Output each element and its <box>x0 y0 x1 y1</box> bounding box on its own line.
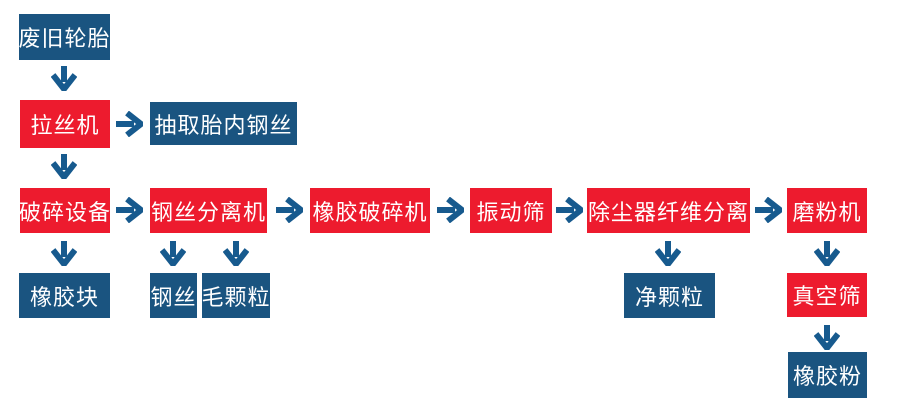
arrow-right-icon <box>556 197 583 223</box>
arrow-down-icon <box>51 154 77 179</box>
node-dust-collector-fiber-separation: 除尘器纤维分离 <box>587 188 750 233</box>
node-rubber-crusher: 橡胶破碎机 <box>310 188 430 233</box>
node-crushing-equipment: 破碎设备 <box>19 188 110 233</box>
node-grinding-machine: 磨粉机 <box>787 188 867 233</box>
node-steel-wire-separator: 钢丝分离机 <box>150 188 267 233</box>
arrow-down-icon <box>51 66 77 91</box>
arrow-down-icon <box>223 241 249 266</box>
node-clean-granules: 净颗粒 <box>624 273 715 318</box>
node-vibrating-screen: 振动筛 <box>470 188 552 233</box>
arrow-down-icon <box>655 241 681 266</box>
arrow-down-icon <box>160 241 186 266</box>
node-wire-drawing-machine: 拉丝机 <box>20 100 110 148</box>
node-steel-wire: 钢丝 <box>150 273 197 318</box>
arrow-down-icon <box>51 241 77 266</box>
arrow-right-icon <box>755 197 782 223</box>
arrow-right-icon <box>116 197 143 223</box>
node-rough-granules: 毛颗粒 <box>202 273 270 318</box>
node-waste-tire: 废旧轮胎 <box>19 14 110 60</box>
arrow-down-icon <box>814 241 840 266</box>
arrow-right-icon <box>437 197 464 223</box>
node-vacuum-screen: 真空筛 <box>787 273 867 317</box>
arrow-down-icon <box>814 325 840 350</box>
node-extract-tire-steel-wire: 抽取胎内钢丝 <box>150 102 297 145</box>
node-rubber-block: 橡胶块 <box>19 273 110 318</box>
arrow-right-icon <box>116 111 143 137</box>
arrow-right-icon <box>276 197 303 223</box>
node-rubber-powder: 橡胶粉 <box>788 352 867 398</box>
